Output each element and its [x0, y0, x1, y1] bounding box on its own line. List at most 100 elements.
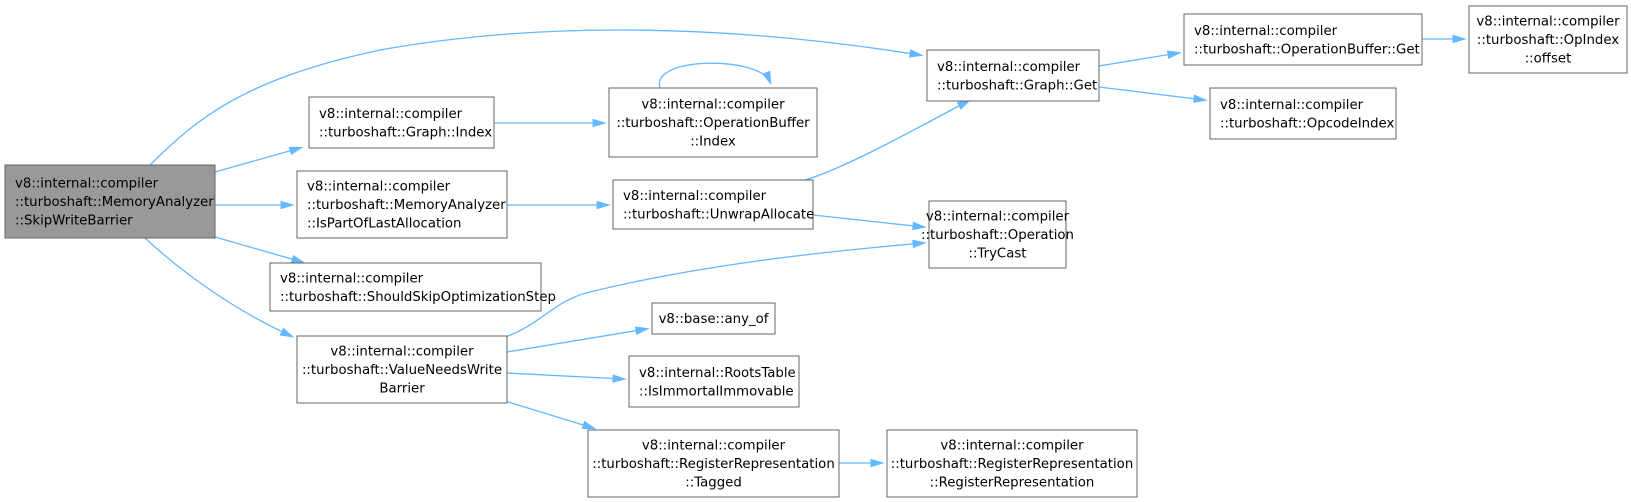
node-label-line: v8::internal::compiler — [1476, 15, 1620, 30]
edge-arrowhead — [280, 200, 295, 210]
edge-arrowhead — [1193, 94, 1208, 103]
edge-skip_write_barrier-to-is_part_of_last_allocation — [215, 200, 295, 210]
call-graph-nodes: v8::internal::compiler::turboshaft::Memo… — [4, 5, 1628, 498]
edge-opbuffer_get-to-opindex_offset — [1422, 34, 1467, 44]
node-graph-index[interactable]: v8::internal::compiler::turboshaft::Grap… — [308, 96, 495, 149]
node-label-line: ::Tagged — [685, 476, 742, 491]
node-label-line: v8::internal::compiler — [642, 439, 786, 454]
edge-value_needs_write_barrier-to-operation_trycast — [504, 239, 927, 338]
node-roots-table-immortal[interactable]: v8::internal::RootsTable::IsImmortalImmo… — [628, 355, 800, 408]
node-box — [308, 96, 495, 149]
node-label-line: ::turboshaft::MemoryAnalyzer — [15, 195, 214, 210]
node-regrep-ctor[interactable]: v8::internal::compiler::turboshaft::Regi… — [886, 429, 1138, 498]
edge-line — [1098, 52, 1179, 67]
edge-arrowhead — [1452, 34, 1467, 44]
edge-skip_write_barrier-to-value_needs_write_barrier — [144, 237, 295, 338]
edge-line — [144, 29, 921, 171]
node-box — [1209, 87, 1397, 140]
node-box — [296, 170, 508, 239]
node-label-line: v8::internal::compiler — [1194, 24, 1338, 39]
node-label-line: v8::internal::compiler — [623, 189, 767, 204]
node-regrep-tagged[interactable]: v8::internal::compiler::turboshaft::Regi… — [587, 429, 840, 498]
node-label-line: ::turboshaft::OpcodeIndex — [1220, 116, 1394, 131]
node-label-line: v8::internal::compiler — [15, 177, 159, 192]
node-label-line: ::TryCast — [968, 247, 1026, 262]
edge-arrowhead — [596, 200, 611, 210]
node-should-skip-opt-step[interactable]: v8::internal::compiler::turboshaft::Shou… — [269, 262, 556, 312]
edge-value_needs_write_barrier-to-any_of — [506, 326, 650, 353]
node-label-line: v8::internal::compiler — [940, 439, 1084, 454]
edge-line — [1098, 86, 1205, 101]
node-label-line: ::turboshaft::Graph::Index — [319, 125, 492, 140]
edge-arrowhead — [912, 221, 927, 231]
node-opindex-offset[interactable]: v8::internal::compiler::turboshaft::OpIn… — [1468, 5, 1628, 74]
node-box — [4, 164, 216, 239]
node-label-line: ::turboshaft::Graph::Get — [937, 78, 1097, 93]
edge-line — [812, 214, 924, 228]
node-label-line: v8::base::any_of — [659, 312, 769, 327]
node-label-line: ::turboshaft::Operation — [921, 228, 1074, 243]
node-box — [608, 87, 818, 158]
edge-arrowhead — [909, 49, 924, 58]
edge-arrowhead — [762, 70, 772, 86]
node-label-line: ::turboshaft::RegisterRepresentation — [592, 457, 835, 472]
node-label-line: ::turboshaft::UnwrapAllocate — [623, 207, 814, 222]
edge-line — [506, 328, 647, 353]
edge-arrowhead — [279, 327, 295, 338]
node-label-line: ::offset — [1525, 52, 1572, 67]
edge-regrep_tagged-to-regrep_ctor — [839, 458, 885, 468]
edge-line — [214, 147, 301, 173]
node-any-of[interactable]: v8::base::any_of — [651, 302, 776, 335]
node-box — [651, 302, 776, 335]
node-label-line: ::Index — [690, 135, 736, 150]
node-opcode-index[interactable]: v8::internal::compiler::turboshaft::Opco… — [1209, 87, 1397, 140]
node-unwrap-allocate[interactable]: v8::internal::compiler::turboshaft::Unwr… — [612, 179, 814, 230]
edge-arrowhead — [612, 374, 627, 383]
node-label-line: ::IsImmortalImmovable — [639, 384, 794, 399]
edge-value_needs_write_barrier-to-regrep_tagged — [504, 400, 597, 430]
edge-skip_write_barrier-to-graph_index — [214, 146, 304, 173]
edge-arrowhead — [1166, 50, 1182, 59]
node-label-line: v8::internal::compiler — [641, 98, 785, 113]
node-operation-trycast[interactable]: v8::internal::compiler::turboshaft::Oper… — [921, 200, 1074, 269]
edge-line — [804, 100, 969, 181]
node-label-line: ::turboshaft::OperationBuffer::Get — [1194, 42, 1420, 57]
node-label-line: v8::internal::compiler — [926, 210, 1070, 225]
node-label-line: ::turboshaft::OpIndex — [1477, 33, 1619, 48]
node-label-line: v8::internal::RootsTable — [639, 366, 796, 381]
call-graph-edges — [144, 29, 1467, 468]
node-opbuffer-get[interactable]: v8::internal::compiler::turboshaft::Oper… — [1183, 13, 1423, 66]
node-box — [886, 429, 1138, 498]
edge-line — [504, 242, 924, 338]
node-label-line: v8::internal::compiler — [307, 180, 451, 195]
node-box — [926, 49, 1100, 102]
edge-arrowhead — [581, 420, 597, 430]
node-box — [928, 200, 1067, 269]
node-opbuffer-index[interactable]: v8::internal::compiler::turboshaft::Oper… — [608, 87, 818, 158]
node-box — [612, 179, 814, 230]
edge-is_part_of_last_allocation-to-unwrap_allocate — [507, 200, 611, 210]
edge-arrowhead — [870, 458, 885, 468]
node-value-needs-write-barrier[interactable]: v8::internal::compiler::turboshaft::Valu… — [296, 335, 508, 404]
edge-line — [504, 400, 594, 429]
node-is-part-of-last-allocation[interactable]: v8::internal::compiler::turboshaft::Memo… — [296, 170, 508, 239]
edge-arrowhead — [592, 118, 607, 128]
node-box — [1183, 13, 1423, 66]
edge-line — [214, 236, 303, 263]
edge-line — [658, 62, 771, 89]
node-box — [1468, 5, 1628, 74]
edge-graph_get-to-opcode_index — [1098, 86, 1208, 103]
node-graph-get[interactable]: v8::internal::compiler::turboshaft::Grap… — [926, 49, 1100, 102]
node-skip-write-barrier[interactable]: v8::internal::compiler::turboshaft::Memo… — [4, 164, 216, 239]
node-label-line: ::turboshaft::MemoryAnalyzer — [307, 198, 506, 213]
edge-arrowhead — [290, 255, 306, 264]
node-label-line: ::IsPartOfLastAllocation — [307, 217, 461, 232]
node-label-line: ::RegisterRepresentation — [930, 476, 1095, 491]
edge-opbuffer_index-to-opbuffer_index — [658, 62, 772, 89]
node-label-line: v8::internal::compiler — [319, 107, 463, 122]
node-box — [296, 335, 508, 404]
edge-skip_write_barrier-to-graph_get — [144, 29, 924, 171]
edge-line — [506, 372, 624, 380]
node-box — [587, 429, 840, 498]
